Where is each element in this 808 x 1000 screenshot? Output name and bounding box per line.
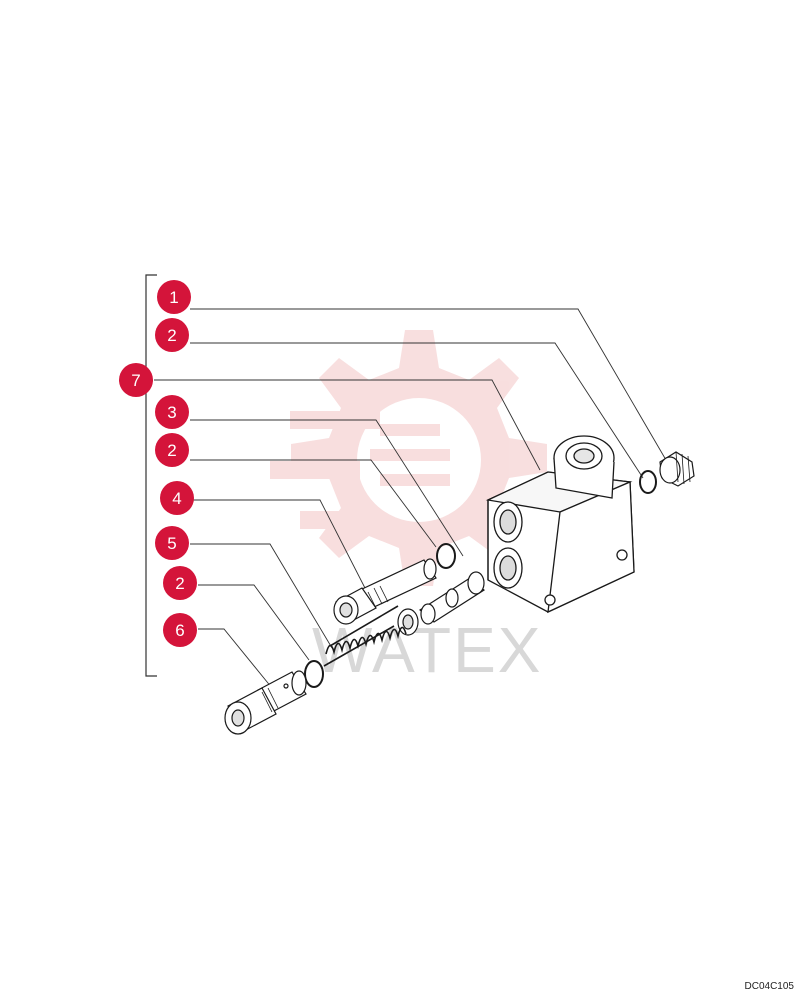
- svg-text:5: 5: [167, 534, 176, 553]
- svg-text:4: 4: [172, 489, 181, 508]
- leader-7: [154, 379, 541, 471]
- seal-ring-lower-part: [304, 660, 324, 688]
- adjuster-plug-part: [333, 558, 437, 625]
- callout-2-upper: 2: [155, 318, 189, 352]
- callout-7: 7: [119, 363, 153, 397]
- callout-2-middle: 2: [155, 433, 189, 467]
- callout-6: 6: [163, 613, 197, 647]
- leader-6: [198, 628, 273, 689]
- svg-text:3: 3: [167, 403, 176, 422]
- leader-1: [190, 308, 667, 461]
- leader-4: [190, 499, 367, 591]
- relief-valve-cap-part: [659, 451, 695, 487]
- leader-3: [190, 419, 464, 557]
- svg-text:2: 2: [167, 326, 176, 345]
- drawing-code: DC04C105: [744, 981, 794, 992]
- group-bracket: [145, 274, 157, 677]
- seal-ring-middle-part: [436, 543, 456, 569]
- watermark-text: WATEX: [312, 614, 542, 686]
- svg-text:6: 6: [175, 621, 184, 640]
- end-plug-part: [224, 670, 307, 735]
- callout-2-lower: 2: [163, 566, 197, 600]
- svg-text:7: 7: [131, 371, 140, 390]
- spring-part: [323, 605, 407, 667]
- callout-3: 3: [155, 395, 189, 429]
- leader-2-middle: [190, 459, 437, 548]
- callout-5: 5: [155, 526, 189, 560]
- svg-text:2: 2: [175, 574, 184, 593]
- callout-1: 1: [157, 280, 191, 314]
- watermark-gear-icon: [270, 330, 547, 586]
- seal-ring-upper-part: [639, 470, 657, 494]
- leader-2-lower: [198, 584, 310, 661]
- svg-text:1: 1: [169, 288, 178, 307]
- svg-text:2: 2: [167, 441, 176, 460]
- leader-lines: [154, 308, 667, 689]
- leader-2-upper: [190, 342, 644, 479]
- valve-body-part: [485, 435, 635, 614]
- leader-5: [190, 543, 333, 649]
- callout-4: 4: [160, 481, 194, 515]
